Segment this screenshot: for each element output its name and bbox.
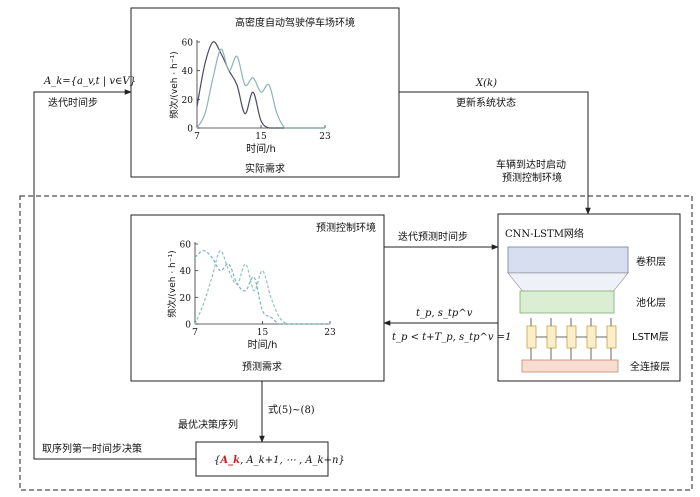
x-tick-label: 15 xyxy=(255,132,267,142)
iterate-time-label: 迭代时间步 xyxy=(48,96,98,109)
pool-layer-block xyxy=(519,290,615,314)
fc-layer-block xyxy=(521,359,619,373)
top-env-caption: 实际需求 xyxy=(245,162,285,175)
sequence-text: {A_k, A_k+1, ⋯ , A_k+n} xyxy=(214,455,345,466)
start-control-label-2: 预测控制环境 xyxy=(502,171,562,184)
predict-env-box xyxy=(130,214,385,382)
tp-cond-label: t_p < t+T_p, s_tp^v =1 xyxy=(392,332,511,343)
x-tick-label: 7 xyxy=(194,132,200,142)
y-tick-label: 0 xyxy=(185,321,191,331)
conv-layer-label: 卷积层 xyxy=(636,255,666,268)
x-axis-label: 时间/h xyxy=(248,338,278,351)
network-title: CNN-LSTM网络 xyxy=(505,227,584,240)
fc-layer-label: 全连接层 xyxy=(630,360,670,373)
y-tick-label: 40 xyxy=(182,67,194,77)
y-tick-label: 60 xyxy=(182,39,194,49)
predict-env-caption: 预测需求 xyxy=(242,360,282,373)
y-tick-label: 20 xyxy=(182,96,194,106)
feedback-arrow xyxy=(33,89,196,460)
x-tick-label: 15 xyxy=(257,328,269,338)
best-seq-label: 最优决策序列 xyxy=(178,418,238,431)
tp-s-label: t_p, s_tp^v xyxy=(416,308,473,319)
conv-pool-funnel xyxy=(507,272,629,294)
series-line-2 xyxy=(196,48,325,129)
sequence-first: A_k xyxy=(219,455,240,466)
y-axis-label: 频次/(veh · h⁻¹) xyxy=(166,250,178,317)
series-line-2 xyxy=(194,250,330,325)
x-tick-label: 23 xyxy=(324,328,336,338)
sequence-box xyxy=(195,441,329,477)
y-axis-label: 频次/(veh · h⁻¹) xyxy=(168,51,180,118)
update-state-label: 更新系统状态 xyxy=(456,96,516,109)
start-control-label-1: 车辆到达时启动 xyxy=(496,158,566,171)
pool-layer-label: 池化层 xyxy=(636,296,666,309)
y-tick-label: 60 xyxy=(180,241,192,251)
action-set-label: A_k={a_v,t | v∈V} xyxy=(43,76,136,87)
x-axis-label: 时间/h xyxy=(246,142,276,155)
state-arrow xyxy=(399,91,591,215)
conv-layer-block xyxy=(507,246,629,274)
x-tick-label: 23 xyxy=(319,132,331,142)
predict-chart: 0 20 40 60 7 15 23 时间/h 频次/(veh · h⁻¹) xyxy=(166,241,336,352)
first-step-label: 取序列第一时间步决策 xyxy=(42,442,142,455)
top-env-title: 高密度自动驾驶停车场环境 xyxy=(235,16,355,29)
lstm-cells xyxy=(526,318,617,360)
predict-env-title: 预测控制环境 xyxy=(316,221,376,234)
x-tick-label: 7 xyxy=(192,328,198,338)
sequence-rest: , A_k+1, ⋯ , A_k+n} xyxy=(240,455,345,466)
y-tick-label: 20 xyxy=(180,294,192,304)
top-chart: 0 20 40 60 7 15 23 时间/h 频次/(veh · h⁻¹) xyxy=(168,39,331,156)
top-env-box xyxy=(130,7,400,178)
state-label: X(k) xyxy=(475,78,497,89)
y-tick-label: 0 xyxy=(187,125,193,135)
formula-label: 式(5)~(8) xyxy=(268,403,315,416)
iterate-predict-label: 迭代预测时间步 xyxy=(398,230,468,243)
prediction-region xyxy=(19,195,693,491)
y-tick-label: 40 xyxy=(180,267,192,277)
lstm-layer-label: LSTM层 xyxy=(632,331,669,343)
